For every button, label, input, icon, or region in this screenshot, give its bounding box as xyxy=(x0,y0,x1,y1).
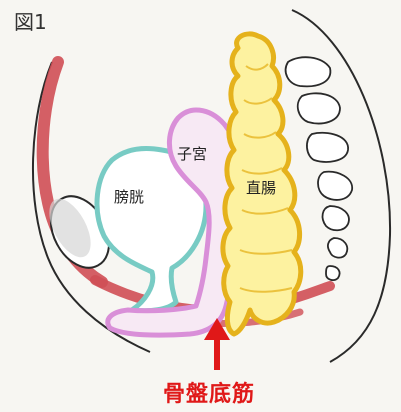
bladder-label: 膀胱 xyxy=(114,186,144,207)
uterus-label: 子宮 xyxy=(177,143,207,164)
figure-title: 図1 xyxy=(14,6,47,35)
pelvic-floor-label: 骨盤底筋 xyxy=(163,376,255,408)
rectum-label: 直腸 xyxy=(246,177,276,198)
